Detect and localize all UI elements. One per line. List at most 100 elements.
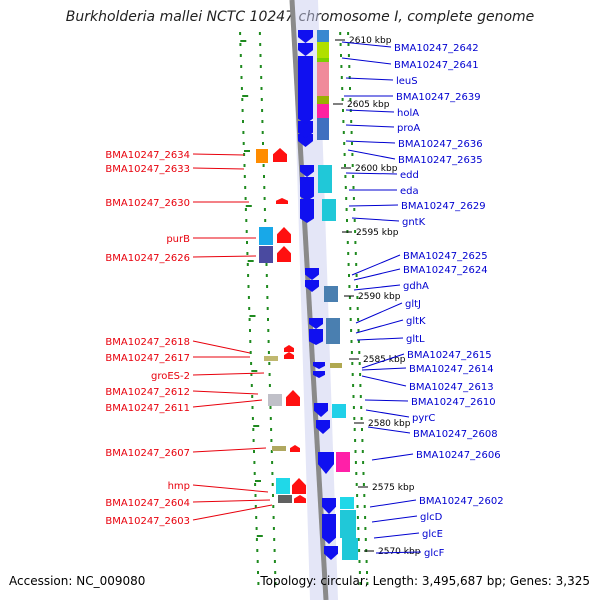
right-gene-label: BMA10247_2642	[394, 43, 479, 54]
tick-dot	[366, 571, 368, 574]
tick-dot	[251, 395, 254, 398]
tick-dot	[356, 285, 358, 288]
tick-dot	[269, 417, 272, 420]
tick-dot	[340, 76, 343, 79]
gene-block	[322, 199, 336, 221]
tick-dot	[269, 406, 272, 409]
minus-strand-gene-arrow	[298, 112, 313, 124]
right-gene-label: gltJ	[405, 299, 421, 310]
tick-dot	[347, 32, 350, 35]
tick-dot	[256, 560, 259, 563]
gene-block	[317, 42, 329, 58]
right-leader-line	[353, 268, 401, 281]
tick-dot	[353, 219, 356, 222]
tick-dot	[347, 252, 350, 255]
right-gene-label: gntK	[402, 217, 426, 228]
tick-dot	[246, 263, 249, 266]
tick-dot	[263, 186, 266, 189]
tick-dot	[360, 406, 363, 409]
minus-strand-gene-arrow	[300, 191, 314, 201]
tick-dot	[356, 307, 359, 310]
tick-dot	[353, 208, 356, 211]
tick-dot	[356, 505, 359, 508]
tick-dot	[244, 197, 247, 200]
tick-dash	[256, 535, 263, 537]
tick-dot	[358, 549, 361, 552]
right-leader-line	[348, 204, 399, 207]
tick-dot	[349, 98, 352, 101]
tick-dot	[343, 153, 346, 156]
tick-dot	[359, 582, 362, 585]
left-leader-line	[192, 484, 269, 493]
gene-block	[300, 177, 314, 191]
tick-dot	[357, 340, 360, 343]
tick-dot	[341, 87, 344, 90]
tick-dot	[265, 263, 268, 266]
tick-dot	[259, 43, 262, 46]
minus-strand-gene-arrow	[298, 134, 313, 147]
right-gene-label: BMA10247_2641	[394, 60, 479, 71]
tick-dot	[352, 406, 355, 409]
tick-dot	[357, 329, 360, 332]
tick-dot	[239, 54, 242, 57]
tick-dot	[352, 384, 355, 387]
tick-dot	[354, 461, 357, 464]
tick-dot	[268, 362, 271, 365]
tick-dot	[255, 538, 258, 541]
tick-dot	[364, 538, 367, 541]
tick-dot	[271, 461, 274, 464]
tick-dot	[255, 527, 258, 530]
right-leader-line	[345, 124, 395, 128]
gene-block	[342, 538, 358, 560]
tick-dash	[244, 150, 250, 152]
right-leader-line	[371, 515, 418, 523]
tick-dot	[249, 351, 252, 354]
right-leader-line	[371, 453, 414, 461]
tick-dot	[350, 351, 353, 354]
gene-block	[300, 199, 314, 213]
tick-dash	[251, 370, 258, 372]
tick-dot	[358, 362, 361, 365]
tick-dot	[261, 131, 264, 134]
gene-block	[317, 118, 329, 140]
tick-dot	[347, 54, 350, 57]
gene-block	[317, 58, 329, 62]
right-gene-label: BMA10247_2610	[411, 397, 496, 408]
minus-strand-gene-arrow	[298, 43, 313, 56]
tick-dot	[270, 450, 273, 453]
right-gene-labels: BMA10247_2642BMA10247_2641leuSBMA10247_2…	[341, 41, 504, 559]
left-gene-label: BMA10247_2603	[105, 516, 190, 527]
scale-label: 2590 kbp	[358, 292, 401, 302]
tick-dot	[240, 65, 243, 68]
right-leader-line	[365, 409, 410, 418]
tick-dot	[345, 197, 348, 200]
tick-dot	[244, 186, 247, 189]
tick-dot	[356, 296, 359, 299]
right-gene-label: glcD	[420, 512, 443, 523]
tick-dot	[357, 538, 360, 541]
left-leader-line	[192, 372, 265, 376]
tick-dot	[354, 230, 357, 233]
tick-dot	[349, 307, 352, 310]
tick-dot	[363, 494, 366, 497]
tick-dot	[242, 120, 244, 123]
tick-dot	[244, 208, 247, 211]
tick-dot	[257, 571, 259, 574]
gene-block	[272, 446, 286, 451]
tick-dot	[358, 560, 361, 563]
minus-strand-gene-arrow	[300, 213, 314, 223]
tick-dot	[362, 472, 365, 475]
left-leader-line	[192, 447, 267, 453]
minus-strand-gene-arrow	[298, 126, 313, 138]
tick-dot	[359, 373, 362, 376]
tick-dot	[271, 472, 274, 475]
tick-dot	[266, 285, 269, 288]
gene-block	[317, 30, 329, 42]
tick-dot	[266, 307, 269, 310]
right-gene-label: BMA10247_2608	[413, 429, 498, 440]
tick-dot	[349, 87, 351, 90]
scale-label: 2580 kbp	[368, 419, 411, 429]
tick-dot	[253, 461, 256, 464]
tick-dot	[354, 241, 357, 244]
tick-dot	[263, 175, 265, 178]
